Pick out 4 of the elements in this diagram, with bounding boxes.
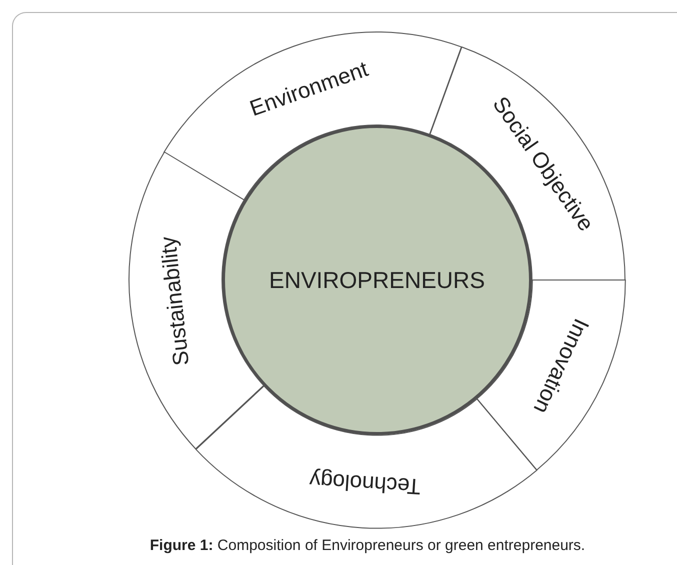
segment-label: Sustainability <box>155 235 195 368</box>
circle-label: ENVIROPRENEURS <box>269 266 485 294</box>
figure-caption: Figure 1: Composition of Enviropreneurs or green entrepreneurs. <box>148 537 586 554</box>
segment-label: Technology <box>308 466 421 499</box>
